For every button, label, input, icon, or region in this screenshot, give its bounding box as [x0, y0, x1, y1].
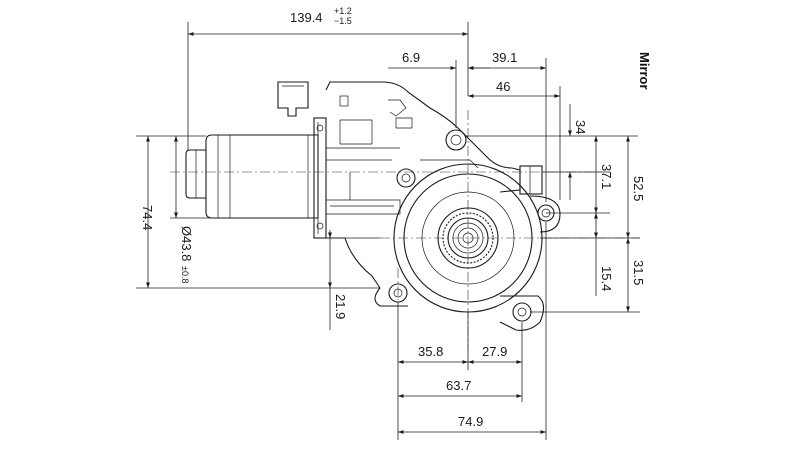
dim-34-label: 34: [573, 120, 588, 134]
dim-6-9-label: 6.9: [402, 50, 420, 65]
motor-housing: [185, 81, 561, 331]
dim-39-1: 39.1: [468, 50, 547, 202]
dim-63-7-label: 63.7: [446, 378, 471, 393]
dim-74-9-label: 74.9: [458, 414, 483, 429]
dim-left-side: 74.4 Ø43.8 ±0.8 21.9: [136, 135, 380, 330]
dim-37-1-label: 37.1: [599, 164, 614, 189]
dim-right-side: 34 37.1 52.5 15.4 31.5: [466, 104, 646, 313]
dim-overall-length: 139.4 +1.2 −1.5: [187, 6, 469, 150]
dim-31-5-label: 31.5: [631, 260, 646, 285]
dim-35-8-label: 35.8: [418, 344, 443, 359]
dim-52-5-label: 52.5: [631, 176, 646, 201]
dim-139-4-label: 139.4: [290, 10, 323, 25]
dim-diameter-tol: ±0.8: [180, 266, 190, 283]
dim-6-9: 6.9: [388, 50, 490, 128]
dim-15-4-label: 15.4: [599, 266, 614, 291]
dim-46-label: 46: [496, 79, 510, 94]
dim-21-9-label: 21.9: [333, 294, 348, 319]
mirror-label: Mirror: [637, 52, 652, 90]
dim-39-1-label: 39.1: [492, 50, 517, 65]
dim-74-4-label: 74.4: [140, 205, 155, 230]
dim-27-9-label: 27.9: [482, 344, 507, 359]
dim-diameter-label: Ø43.8: [179, 226, 194, 261]
dim-139-4-tol-minus: −1.5: [334, 16, 352, 26]
dim-139-4-tol-plus: +1.2: [334, 6, 352, 16]
dim-46: 46: [468, 79, 561, 200]
dim-bottom: 35.8 27.9 63.7 74.9: [397, 222, 547, 440]
